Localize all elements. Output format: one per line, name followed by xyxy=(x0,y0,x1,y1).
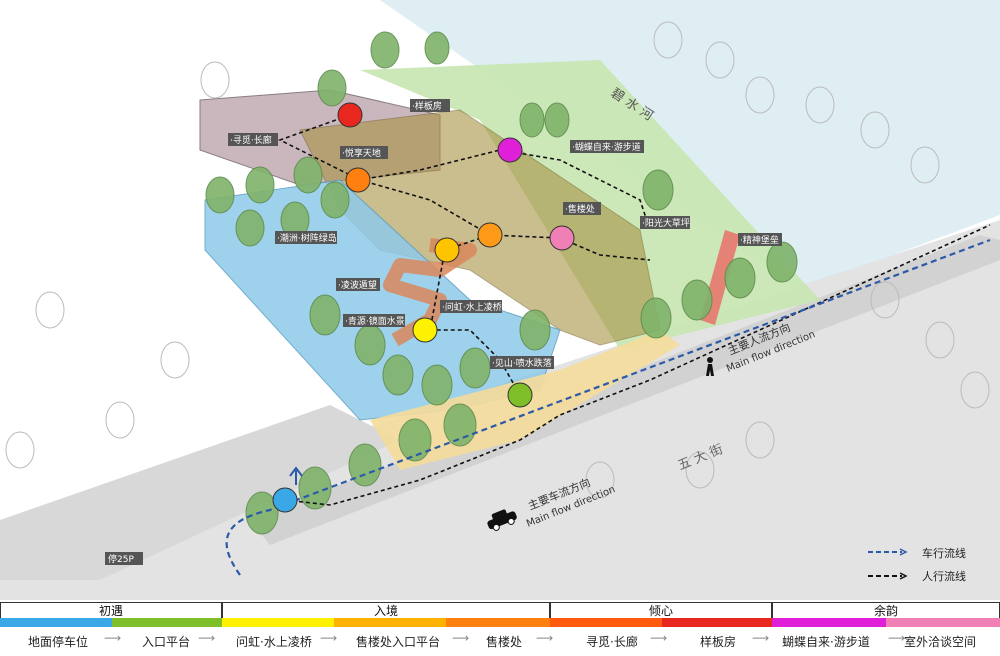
point-butterfly xyxy=(497,137,523,163)
direction-arrow-icon xyxy=(289,466,303,485)
step-6: 寻觅·长廊 xyxy=(586,635,638,649)
arrow-icon: ⟶ xyxy=(104,631,122,645)
tag-sales-office: ·售楼处 xyxy=(565,203,595,215)
tag-group: ·样板房 ·寻觅·长廊 ·悦享天地 ·蝴蝶自来·游步道 ·售楼处 ·阳光大草坪 … xyxy=(228,99,782,369)
seg-5 xyxy=(446,618,550,627)
tag-mirror-water: ·青源·镜面水景 xyxy=(345,315,405,327)
tag-joy-space: ·悦享天地 xyxy=(342,147,381,159)
seg-8 xyxy=(772,618,886,627)
point-long-corridor xyxy=(345,167,371,193)
point-water-bridge xyxy=(412,317,438,343)
point-entry-platform xyxy=(507,382,533,408)
arrow-icon: ⟶ xyxy=(650,631,668,645)
seg-9 xyxy=(886,618,1000,627)
pedestrian-icon xyxy=(706,357,714,376)
phase-bar: 初遇 入境 倾心 余韵 xyxy=(0,602,1000,620)
steps-row: 地面停车位 ⟶ 入口平台 ⟶ 问虹·水上凌桥 ⟶ 售楼处入口平台 ⟶ 售楼处 ⟶… xyxy=(0,630,1000,654)
phase-1: 初遇 xyxy=(0,602,222,618)
parking-lot xyxy=(0,405,400,580)
parking-tag: 停25P xyxy=(108,553,134,565)
tag-water-bridge: ·问虹·水上凌桥 xyxy=(442,301,502,313)
ped-flow-legend-icon xyxy=(868,572,908,580)
seg-7 xyxy=(662,618,772,627)
arrow-icon: ⟶ xyxy=(198,631,216,645)
parking-tag-bg xyxy=(105,552,143,565)
seg-3 xyxy=(222,618,334,627)
car-icon xyxy=(487,509,517,531)
step-9: 室外洽谈空间 xyxy=(904,635,977,649)
step-1: 地面停车位 xyxy=(28,635,89,649)
point-outdoor-talk xyxy=(549,225,575,251)
arrow-icon: ⟶ xyxy=(452,631,470,645)
phase-3: 倾心 xyxy=(550,602,772,618)
step-7: 样板房 xyxy=(700,635,737,649)
bridge xyxy=(383,238,477,347)
tag-spirit-pillar: ·精神堡垒 xyxy=(740,234,779,246)
ped-flow-legend: 人行流线 xyxy=(922,570,966,583)
tag-sunny-lawn: ·阳光大草坪 xyxy=(642,217,690,229)
tag-wave-view: ·凌波遁望 xyxy=(338,279,377,291)
color-strip xyxy=(0,618,1000,627)
arrow-icon: ⟶ xyxy=(320,631,338,645)
outline-trees xyxy=(5,21,990,499)
step-8: 蝴蝶自来·游步道 xyxy=(782,635,870,649)
arrow-icon: ⟶ xyxy=(752,631,770,645)
point-model-house xyxy=(337,102,363,128)
tag-tree-island: ·潮洲·树阵绿岛 xyxy=(277,232,337,244)
arrow-icon: ⟶ xyxy=(888,631,906,645)
seg-2 xyxy=(112,618,222,627)
point-parking xyxy=(272,487,298,513)
tag-fountain-drop: ·见山·喷水跌落 xyxy=(492,357,552,369)
step-2: 入口平台 xyxy=(142,635,191,649)
seg-6 xyxy=(550,618,662,627)
point-sales-entry xyxy=(434,237,460,263)
phase-2: 入境 xyxy=(222,602,550,618)
car-flow-legend-icon xyxy=(868,548,908,556)
car-flow-path xyxy=(225,238,991,576)
tag-model-house: ·样板房 xyxy=(412,100,442,112)
sidewalk xyxy=(250,235,1000,545)
tag-long-corridor: ·寻觅·长廊 xyxy=(230,134,272,146)
seg-4 xyxy=(334,618,446,627)
arrow-icon: ⟶ xyxy=(536,631,554,645)
step-5: 售楼处 xyxy=(486,635,523,649)
phase-4: 余韵 xyxy=(772,602,1000,618)
trees xyxy=(205,31,798,535)
car-flow-legend: 车行流线 xyxy=(922,547,966,560)
step-4: 售楼处入口平台 xyxy=(356,635,441,649)
step-3: 问虹·水上凌桥 xyxy=(236,635,312,649)
site-plan: 碧 水 河 五 大 街 主要人流方向 Main flow direction 主… xyxy=(0,0,1000,600)
seg-1 xyxy=(0,618,112,627)
point-sales-office xyxy=(477,222,503,248)
tag-butterfly-trail: ·蝴蝶自来·游步道 xyxy=(572,141,641,153)
